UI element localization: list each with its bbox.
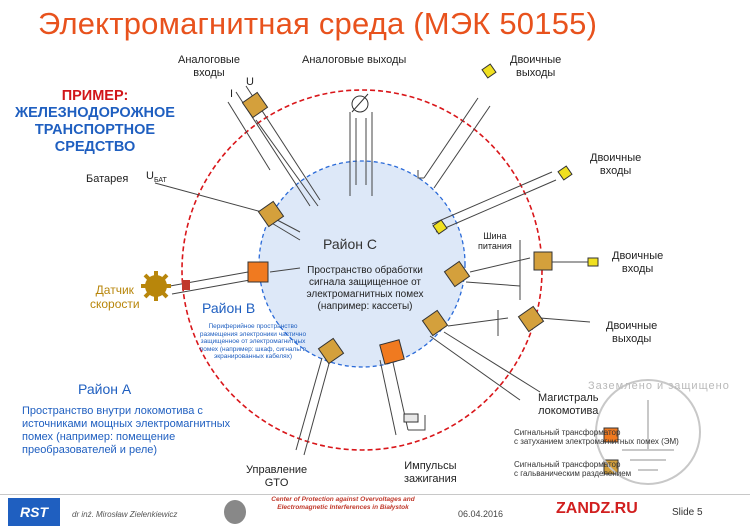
transformer-bus-lower	[517, 305, 545, 333]
rst-logo: RST	[8, 498, 60, 526]
speed-sensor-label: Датчик скорости	[90, 283, 140, 311]
power-bus-label: Шина питания	[478, 231, 512, 251]
page-title: Электромагнитная среда (МЭК 50155)	[38, 6, 598, 41]
footer-slide-number: Slide 5	[672, 507, 703, 518]
legend-em-transformer-swatch	[603, 427, 619, 443]
zone-a-description: Пространство внутри локомотива с источни…	[22, 405, 231, 456]
center-logo-icon	[224, 500, 246, 524]
em-transformers	[247, 261, 619, 443]
footer-bar	[0, 494, 750, 531]
transformer-power-bus	[443, 260, 471, 288]
ignition-label: Импульсы зажигания	[404, 460, 457, 485]
transformer-gto	[317, 337, 345, 365]
watermark-text: Заземлено и защищено	[588, 380, 730, 392]
analog-output-symbol	[351, 93, 369, 113]
transformer-right	[421, 309, 449, 337]
footer-center: Center of Protection against Overvoltage…	[271, 496, 415, 511]
legend-em-transformer: Сигнальный трансформатор с затуханием эл…	[514, 428, 679, 446]
transformer-ignition	[379, 339, 405, 365]
example-line-3: СРЕДСТВО	[54, 139, 136, 155]
gto-label: Управление GTO	[246, 464, 308, 489]
zone-c-description: Пространство обработки сигнала защищенно…	[306, 265, 424, 312]
voltage-u-label: U	[246, 76, 254, 88]
emc-diagram	[141, 63, 701, 485]
binary-outputs-label: Двоичные выходы	[510, 54, 562, 79]
zone-c-title: Район С	[323, 236, 377, 252]
footer-author: dr inż. Mirosław Zielenkiewicz	[72, 510, 178, 519]
zone-a-title: Район А	[78, 381, 132, 397]
transformer-analog-in	[241, 91, 269, 119]
ubat-label: UБАТ	[146, 170, 167, 185]
example-line-2: ТРАНСПОРТНОЕ	[34, 122, 156, 138]
legend-galvanic-transformer: Сигнальный трансформатор с гальванически…	[514, 460, 632, 478]
transformer-battery	[257, 200, 285, 228]
speed-sensor-gear	[141, 271, 190, 301]
footer-site[interactable]: ZANDZ.RU	[556, 500, 638, 517]
footer-date: 06.04.2016	[458, 509, 504, 519]
ignition-coil-icon	[403, 413, 419, 423]
analog-outputs-label: Аналоговые выходы	[302, 54, 407, 66]
zone-b-title: Район В	[202, 300, 256, 316]
current-i-label: I	[230, 88, 234, 100]
transformer-speed	[247, 261, 269, 283]
transformer-bus-outer	[533, 251, 553, 271]
zone-b-description: Периферийное пространство размещения эле…	[199, 323, 307, 361]
trunk-label: Магистраль локомотива	[538, 392, 599, 417]
battery-label: Батарея	[86, 173, 129, 185]
earth-logo-icon	[595, 379, 701, 485]
example-line-1: ЖЕЛЕЗНОДОРОЖНОЕ	[15, 105, 175, 121]
binary-elements	[432, 63, 599, 267]
analog-inputs-label: Аналоговые входы	[178, 54, 240, 79]
example-label: ПРИМЕР:	[61, 88, 129, 104]
binary-outputs-2-label: Двоичные выходы	[606, 320, 658, 345]
binary-inputs-label: Двоичные входы	[590, 152, 642, 177]
binary-inputs-2-label: Двоичные входы	[612, 250, 664, 275]
example-heading: ПРИМЕР: ЖЕЛЕЗНОДОРОЖНОЕ ТРАНСПОРТНОЕ СРЕ…	[10, 88, 180, 156]
